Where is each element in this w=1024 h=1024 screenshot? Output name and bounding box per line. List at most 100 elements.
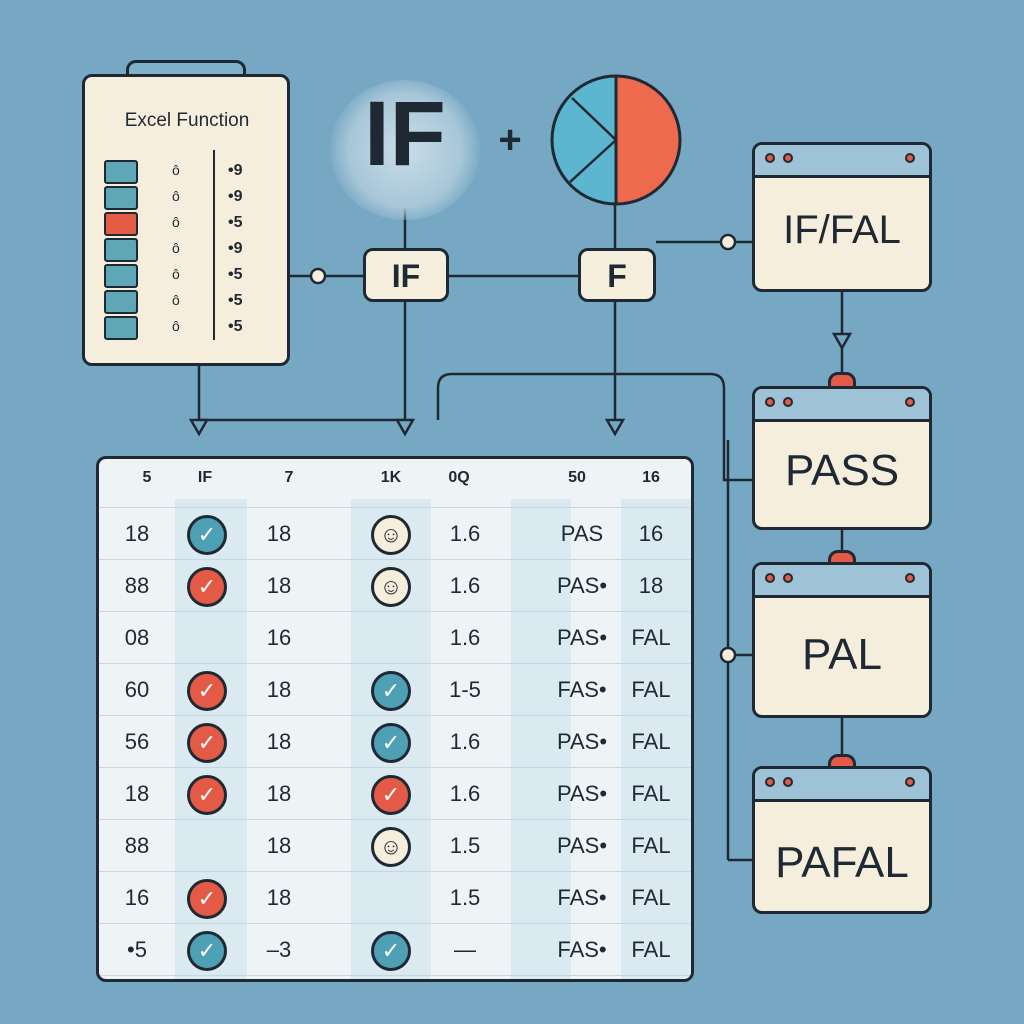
window-titlebar (755, 769, 929, 802)
legend-mark: ô (172, 292, 180, 308)
cell-value: FAL (631, 625, 671, 650)
cell-status: PAS• (556, 781, 608, 806)
fail-icon: ✓ (187, 567, 227, 607)
legend-swatch (104, 186, 138, 210)
cell-value: 1.6 (449, 729, 481, 754)
cell-value: 18 (266, 573, 292, 598)
window-dot-icon (905, 153, 915, 163)
legend-mark: ô (172, 318, 180, 334)
cell-status: FAS• (557, 885, 607, 910)
column-header: IF (197, 469, 213, 486)
pie-chart-icon (550, 74, 682, 206)
check-icon: ✓ (187, 931, 227, 971)
legend-value: •9 (228, 162, 243, 179)
cell-value: 60 (124, 677, 150, 702)
cell-status: FAS• (557, 677, 607, 702)
row-divider (99, 975, 691, 976)
fail-icon: ✓ (187, 723, 227, 763)
result-window-pal[interactable]: PAL (752, 562, 932, 718)
cell-value: FAL (631, 729, 671, 754)
plus-sign: + (498, 118, 522, 162)
window-dot-icon (905, 397, 915, 407)
cell-value: 18 (266, 833, 292, 858)
clipboard-divider (213, 150, 215, 340)
cell-value: 18 (266, 521, 292, 546)
cell-value: 88 (124, 573, 150, 598)
legend-value: •9 (228, 240, 243, 257)
cell-value: 18 (266, 781, 292, 806)
cell-value: 1.6 (449, 521, 481, 546)
avatar-icon: ☺ (371, 567, 411, 607)
cell-value: 08 (124, 625, 150, 650)
cell-value: 18 (124, 781, 150, 806)
result-window-pafal[interactable]: PAFAL (752, 766, 932, 914)
cell-value: FAL (631, 781, 671, 806)
window-dot-icon (765, 153, 775, 163)
cell-value: 18 (266, 677, 292, 702)
cell-status: PAS• (556, 833, 608, 858)
cell-value: 56 (124, 729, 150, 754)
row-divider (99, 715, 691, 716)
cell-status: PAS• (556, 729, 608, 754)
window-dot-icon (765, 777, 775, 787)
legend-value: •5 (228, 214, 243, 231)
cell-status: PAS (560, 521, 604, 546)
cell-status: PAS• (556, 625, 608, 650)
cell-value: 88 (124, 833, 150, 858)
legend-value: •5 (228, 292, 243, 309)
fail-icon: ✓ (371, 775, 411, 815)
cell-value: 18 (266, 729, 292, 754)
cell-value: 16 (638, 521, 664, 546)
window-dot-icon (783, 153, 793, 163)
legend-mark: ô (172, 266, 180, 282)
column-band (621, 499, 691, 979)
legend-mark: ô (172, 214, 180, 230)
legend-swatch (104, 160, 138, 184)
column-header: 5 (142, 469, 152, 486)
legend-swatch (104, 212, 138, 236)
cell-value: 1.5 (449, 885, 481, 910)
legend-mark: ô (172, 162, 180, 178)
window-titlebar (755, 389, 929, 422)
window-dot-icon (783, 397, 793, 407)
if-node[interactable]: IF (363, 248, 449, 302)
legend-mark: ô (172, 240, 180, 256)
cell-value: 18 (638, 573, 664, 598)
cell-value: 16 (124, 885, 150, 910)
window-dot-icon (905, 777, 915, 787)
legend-value: •5 (228, 318, 243, 335)
row-divider (99, 819, 691, 820)
cell-value: 1.5 (449, 833, 481, 858)
row-divider (99, 663, 691, 664)
cell-value: 1-5 (449, 677, 481, 702)
row-divider (99, 611, 691, 612)
legend-swatch (104, 316, 138, 340)
result-window-iffal[interactable]: IF/FAL (752, 142, 932, 292)
check-icon: ✓ (371, 723, 411, 763)
row-divider (99, 559, 691, 560)
cell-value: –3 (266, 937, 292, 962)
legend-value: •5 (228, 266, 243, 283)
pie-slice (616, 76, 680, 204)
if-glow (330, 80, 480, 220)
column-header: 50 (568, 469, 586, 486)
legend-value: •9 (228, 188, 243, 205)
cell-status: FAS• (557, 937, 607, 962)
legend-swatch (104, 290, 138, 314)
legend-mark: ô (172, 188, 180, 204)
cell-value: 1.6 (449, 573, 481, 598)
cell-value: 16 (266, 625, 292, 650)
avatar-icon: ☺ (371, 515, 411, 555)
fail-icon: ✓ (187, 671, 227, 711)
row-divider (99, 767, 691, 768)
check-icon: ✓ (371, 671, 411, 711)
f-node[interactable]: F (578, 248, 656, 302)
result-window-pass[interactable]: PASS (752, 386, 932, 530)
row-divider (99, 871, 691, 872)
cell-value: FAL (631, 677, 671, 702)
row-divider (99, 923, 691, 924)
result-label: PAL (802, 630, 882, 679)
column-header: 16 (642, 469, 660, 486)
